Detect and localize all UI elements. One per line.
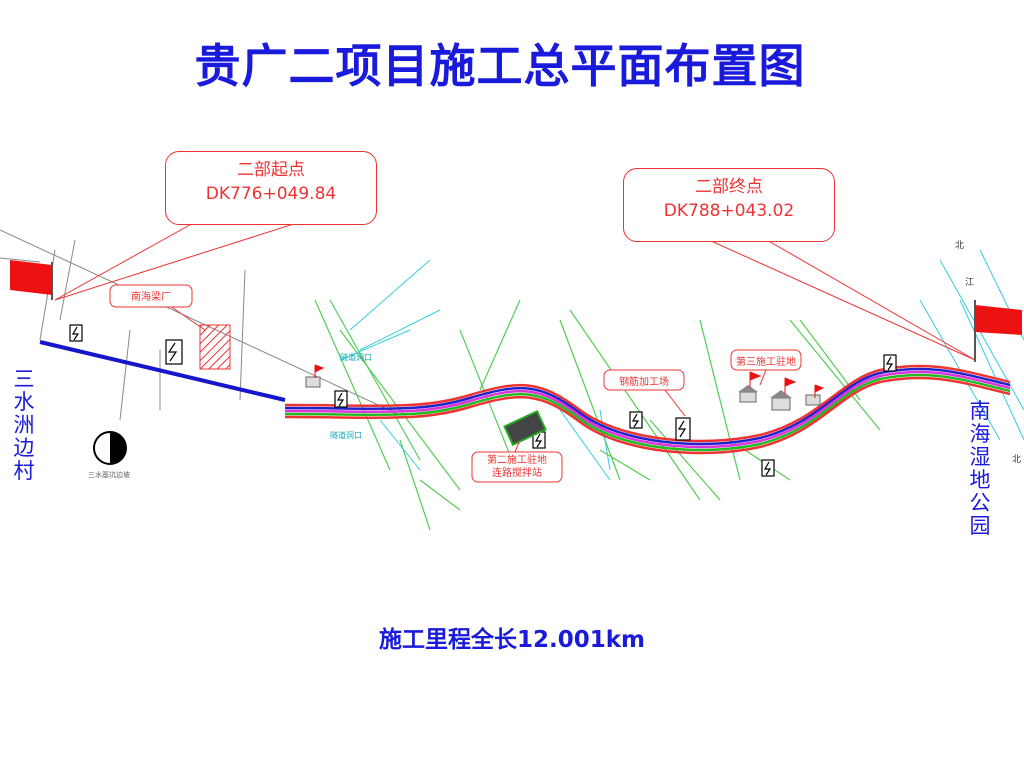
pit-label: 三水基坑边坡 — [88, 471, 130, 479]
beam-yard-block — [199, 324, 231, 370]
left-place-label: 三水洲边村 — [13, 367, 35, 483]
mixing-plant-block — [503, 410, 547, 446]
river-label-3: 北 — [1012, 455, 1022, 465]
page-title: 贵广二项目施工总平面布置图 — [194, 39, 806, 93]
river-label-1: 北 — [955, 241, 965, 251]
end-callout-line1: 二部终点 — [695, 177, 763, 197]
pit-circle-icon — [93, 431, 127, 465]
beam-yard-tag — [109, 284, 193, 308]
start-callout-line2: DK776+049.84 — [205, 184, 337, 204]
site2-line2: 连路搅拌站 — [492, 468, 542, 479]
site2-label: 第二施工驻地 连路搅拌站 — [472, 454, 562, 480]
camp-house-icon — [305, 376, 821, 411]
site3-label: 第三施工驻地 — [736, 357, 796, 368]
gray-lines — [0, 229, 401, 421]
start-point-callout: 二部起点 DK776+049.84 — [165, 151, 377, 225]
river-label-2: 江 — [965, 278, 975, 288]
surrounding-roads — [314, 299, 881, 531]
power-icon — [69, 324, 897, 477]
start-callout-line1: 二部起点 — [237, 160, 305, 180]
start-flag-icon — [10, 260, 53, 300]
tag-leaders — [514, 369, 767, 453]
total-length-label: 施工里程全长12.001km — [378, 627, 646, 653]
beam-yard-leader — [169, 305, 206, 331]
site2-line1: 第二施工驻地 — [487, 455, 547, 466]
end-flag-icon — [974, 300, 1022, 362]
callout-leaders — [54, 221, 976, 361]
tunnel-label-1: 隧道洞口 — [340, 353, 372, 362]
beam-yard-label: 南海梁厂 — [131, 292, 171, 303]
tunnel-label-2: 隧道洞口 — [330, 431, 362, 440]
small-flag-icon — [314, 364, 825, 398]
steel-yard-label: 钢筋加工场 — [619, 377, 669, 388]
end-point-callout: 二部终点 DK788+043.02 — [623, 168, 835, 242]
rail-alignment — [284, 364, 1011, 455]
right-place-label: 南海湿地公园 — [969, 399, 991, 538]
blue-road — [39, 340, 286, 402]
map-tags — [471, 349, 802, 483]
end-callout-line2: DK788+043.02 — [663, 201, 795, 221]
